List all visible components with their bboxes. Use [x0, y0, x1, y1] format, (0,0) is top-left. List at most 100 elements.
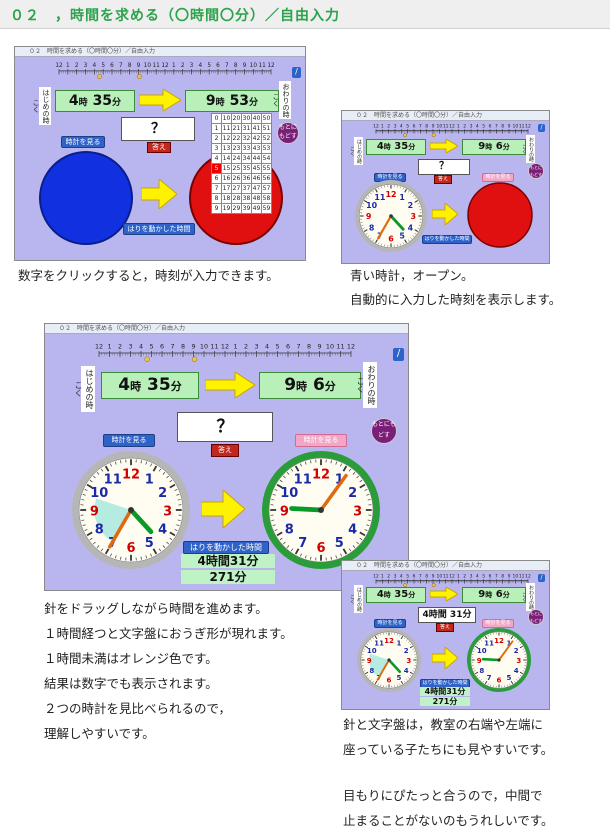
picker-cell[interactable]: 32	[242, 134, 252, 144]
picker-cell[interactable]: 15	[222, 164, 232, 174]
picker-cell[interactable]: 3	[212, 144, 222, 154]
picker-cell[interactable]: 18	[222, 194, 232, 204]
picker-cell[interactable]: 30	[242, 114, 252, 124]
picker-cell[interactable]: 46	[252, 174, 262, 184]
picker-cell[interactable]: 17	[222, 184, 232, 194]
picker-cell[interactable]: 25	[232, 164, 242, 174]
picker-cell[interactable]: 43	[252, 144, 262, 154]
picker-cell[interactable]: 58	[262, 194, 272, 204]
picker-cell[interactable]: 41	[252, 124, 262, 134]
picker-cell[interactable]: 35	[242, 164, 252, 174]
picker-cell[interactable]: 27	[232, 184, 242, 194]
picker-cell[interactable]: 59	[262, 204, 272, 214]
start-time-box[interactable]: 4時 35分	[55, 90, 135, 112]
picker-cell[interactable]: 51	[262, 124, 272, 134]
modoru-button[interactable]: もとにもどす	[528, 609, 544, 625]
picker-cell[interactable]: 1	[212, 124, 222, 134]
answer-button[interactable]: 答え	[211, 444, 239, 457]
picker-cell[interactable]: 47	[252, 184, 262, 194]
picker-cell[interactable]: 16	[222, 174, 232, 184]
picker-cell[interactable]: 38	[242, 194, 252, 204]
picker-cell[interactable]: 28	[232, 194, 242, 204]
picker-cell[interactable]: 39	[242, 204, 252, 214]
pen-icon[interactable]: /	[538, 124, 545, 132]
start-time-box[interactable]: 4時 35分	[366, 139, 426, 155]
picker-cell[interactable]: 45	[252, 164, 262, 174]
picker-cell[interactable]: 57	[262, 184, 272, 194]
answer-button[interactable]: 答え	[436, 623, 454, 632]
moved-time-button[interactable]: はりを動かした時間	[183, 541, 269, 554]
picker-cell[interactable]: 19	[222, 204, 232, 214]
picker-cell[interactable]: 0	[212, 114, 222, 124]
answer-button[interactable]: 答え	[147, 142, 171, 153]
picker-cell[interactable]: 12	[222, 134, 232, 144]
modoru-button[interactable]: もとにもどす	[528, 163, 544, 179]
picker-cell[interactable]: 31	[242, 124, 252, 134]
picker-cell[interactable]: 37	[242, 184, 252, 194]
ruler-marker-icon[interactable]	[192, 357, 197, 362]
ruler-marker-icon[interactable]	[137, 74, 141, 78]
picker-cell[interactable]: 50	[262, 114, 272, 124]
ruler-marker-icon[interactable]	[403, 133, 406, 136]
hour-hand[interactable]	[292, 508, 321, 510]
ruler-marker-icon[interactable]	[432, 133, 435, 136]
moved-time-button[interactable]: はりを動かした時間	[422, 235, 472, 244]
modoru-button[interactable]: もとにもどす	[277, 122, 299, 144]
blue-clock-closed[interactable]	[37, 149, 135, 247]
red-clock-closed[interactable]	[466, 181, 534, 249]
picker-cell[interactable]: 13	[222, 144, 232, 154]
picker-cell[interactable]: 10	[222, 114, 232, 124]
picker-cell[interactable]: 20	[232, 114, 242, 124]
moved-time-button[interactable]: はりを動かした時間	[123, 223, 195, 235]
picker-cell[interactable]: 44	[252, 154, 262, 164]
picker-cell[interactable]: 14	[222, 154, 232, 164]
picker-cell[interactable]: 34	[242, 154, 252, 164]
picker-cell[interactable]: 21	[232, 124, 242, 134]
picker-cell[interactable]: 29	[232, 204, 242, 214]
picker-cell[interactable]: 8	[212, 194, 222, 204]
picker-cell[interactable]: 7	[212, 184, 222, 194]
start-time-box[interactable]: 4時 35分	[101, 372, 199, 399]
pen-icon[interactable]: /	[393, 348, 404, 361]
show-clock-button[interactable]: 時計を見る	[295, 434, 347, 447]
picker-cell[interactable]: 23	[232, 144, 242, 154]
picker-cell[interactable]: 24	[232, 154, 242, 164]
picker-cell[interactable]: 4	[212, 154, 222, 164]
picker-cell[interactable]: 56	[262, 174, 272, 184]
end-time-box[interactable]: 9時 53分	[185, 90, 279, 112]
show-clock-button[interactable]: 時計を見る	[61, 136, 105, 148]
end-time-box[interactable]: 9時 6分	[462, 139, 526, 155]
start-time-box[interactable]: 4時 35分	[366, 587, 426, 603]
end-time-box[interactable]: 9時 6分	[462, 587, 526, 603]
picker-cell[interactable]: 48	[252, 194, 262, 204]
pen-icon[interactable]: /	[292, 67, 301, 78]
picker-cell[interactable]: 40	[252, 114, 262, 124]
picker-cell[interactable]: 49	[252, 204, 262, 214]
picker-cell[interactable]: 36	[242, 174, 252, 184]
picker-cell[interactable]: 6	[212, 174, 222, 184]
answer-button[interactable]: 答え	[434, 175, 452, 184]
picker-cell[interactable]: 53	[262, 144, 272, 154]
end-time-box[interactable]: 9時 6分	[259, 372, 361, 399]
picker-cell[interactable]: 11	[222, 124, 232, 134]
ruler-marker-icon[interactable]	[145, 357, 150, 362]
show-clock-button[interactable]: 時計を見る	[103, 434, 155, 447]
picker-cell[interactable]: 22	[232, 134, 242, 144]
picker-cell[interactable]: 42	[252, 134, 262, 144]
picker-cell[interactable]: 33	[242, 144, 252, 154]
hour-hand[interactable]	[483, 659, 499, 660]
picker-cell[interactable]: 52	[262, 134, 272, 144]
picker-cell[interactable]: 2	[212, 134, 222, 144]
picker-cell[interactable]: 55	[262, 164, 272, 174]
picker-cell[interactable]: 9	[212, 204, 222, 214]
picker-cell[interactable]: 54	[262, 154, 272, 164]
modoru-button[interactable]: もとにもどす	[371, 418, 397, 444]
ruler-marker-icon[interactable]	[97, 74, 101, 78]
picker-cell[interactable]: 26	[232, 174, 242, 184]
picker-cell[interactable]: 5	[212, 164, 222, 174]
